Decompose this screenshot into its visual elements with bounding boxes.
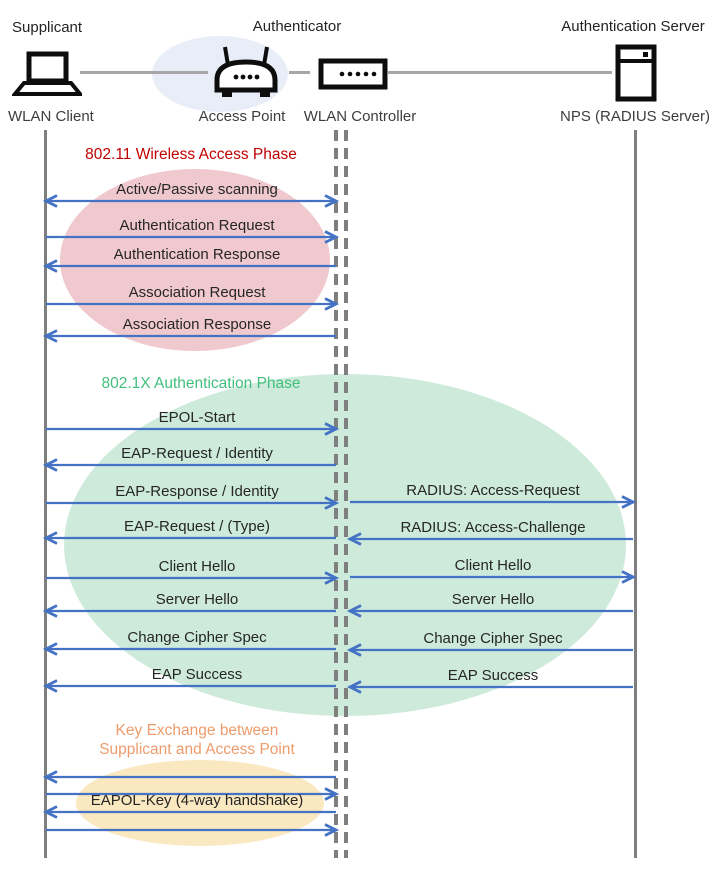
- arrowhead-icon: [621, 570, 637, 584]
- connector-line: [80, 71, 208, 74]
- message-label: EAPOL-Key (4-way handshake): [90, 792, 304, 809]
- connector-line: [289, 71, 310, 74]
- message-label: Change Cipher Spec: [423, 630, 563, 647]
- phase3-title-line2: Supplicant and Access Point: [99, 740, 295, 758]
- message-label: Authentication Request: [119, 217, 275, 234]
- arrowhead-icon: [42, 642, 58, 656]
- arrowhead-icon: [42, 329, 58, 343]
- arrowhead-icon: [42, 259, 58, 273]
- arrowhead-icon: [621, 495, 637, 509]
- message-label: Client Hello: [454, 557, 532, 574]
- phase3-title: Key Exchange between Supplicant and Acce…: [99, 722, 295, 759]
- message-label: EAP-Response / Identity: [115, 483, 279, 500]
- message-label: EAP-Request / Identity: [121, 445, 273, 462]
- device-label-wlan-client: WLAN Client: [8, 108, 94, 125]
- message-label: EAP Success: [151, 666, 243, 683]
- connector-line: [388, 71, 612, 74]
- device-label-access-point: Access Point: [198, 108, 286, 125]
- access-point-icon: [214, 46, 278, 97]
- message-label: Server Hello: [451, 591, 535, 608]
- arrowhead-icon: [42, 458, 58, 472]
- lifeline-access-point-dashed: [334, 130, 338, 858]
- message-label: Authentication Response: [113, 246, 281, 263]
- arrowhead-icon: [42, 770, 58, 784]
- arrowhead-icon: [42, 679, 58, 693]
- message-label: RADIUS: Access-Request: [406, 482, 580, 499]
- laptop-icon: [12, 51, 82, 96]
- message-label: Active/Passive scanning: [116, 181, 278, 198]
- phase3-ellipse: [76, 760, 324, 846]
- role-authenticator: Authenticator: [252, 18, 342, 35]
- message-label: RADIUS: Access-Challenge: [400, 519, 586, 536]
- message-label: Association Request: [128, 284, 266, 301]
- lifeline-wlan-controller-dashed: [344, 130, 348, 858]
- device-label-nps: NPS (RADIUS Server): [559, 108, 711, 125]
- arrowhead-icon: [42, 194, 58, 208]
- message-label: EAP Success: [447, 667, 539, 684]
- arrowhead-icon: [42, 531, 58, 545]
- message-label: EAP-Request / (Type): [124, 518, 270, 535]
- message-label: Association Response: [122, 316, 272, 333]
- role-supplicant: Supplicant: [12, 19, 83, 36]
- phase2-title: 802.1X Authentication Phase: [101, 375, 301, 392]
- message-label: Change Cipher Spec: [127, 629, 267, 646]
- lifeline-wlan-client: [44, 130, 47, 858]
- arrowhead-icon: [42, 604, 58, 618]
- phase1-title: 802.11 Wireless Access Phase: [85, 146, 297, 163]
- phase3-title-line1: Key Exchange between: [115, 722, 279, 739]
- role-authentication-server: Authentication Server: [561, 18, 705, 35]
- arrowhead-icon: [42, 805, 58, 819]
- message-label: Client Hello: [158, 558, 236, 575]
- server-icon: [615, 44, 657, 102]
- phase1-ellipse: [60, 169, 330, 351]
- lifeline-radius-server: [634, 130, 637, 858]
- message-label: Server Hello: [155, 591, 239, 608]
- wlan-controller-icon: [318, 58, 388, 90]
- device-label-wlan-controller: WLAN Controller: [303, 108, 417, 125]
- message-label: EPOL-Start: [158, 409, 236, 426]
